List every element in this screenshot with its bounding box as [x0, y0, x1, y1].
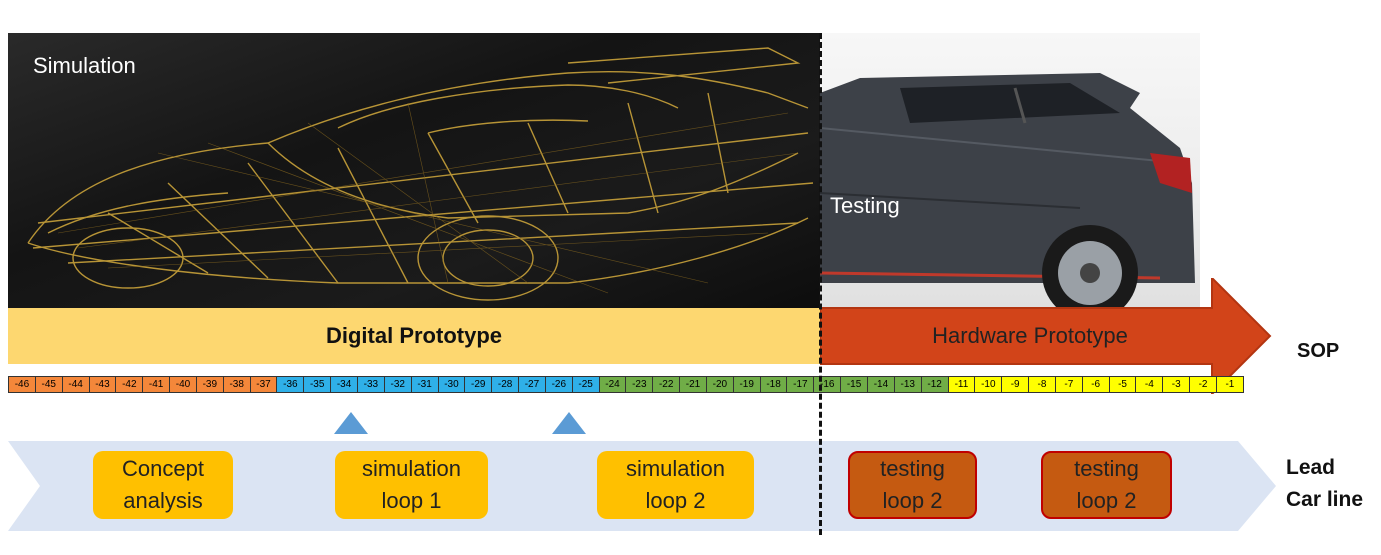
timeline-week-cell: -31 — [411, 376, 439, 393]
timeline-week-cell: -33 — [357, 376, 385, 393]
phase-testing-loop-a-text: testing loop 2 — [880, 456, 945, 513]
timeline-week-cell: -36 — [277, 376, 305, 393]
timeline-week-cell: -35 — [304, 376, 332, 393]
timeline-week-cell: -44 — [62, 376, 90, 393]
timeline-week-cell: -28 — [492, 376, 520, 393]
timeline-week-cell: -26 — [545, 376, 573, 393]
timeline-week-cell: -2 — [1190, 376, 1217, 393]
timeline-week-cell: -22 — [653, 376, 681, 393]
simulation-image: Simulation — [8, 33, 820, 308]
hardware-prototype-label: Hardware Prototype — [932, 323, 1128, 348]
timeline-week-cell: -25 — [572, 376, 600, 393]
timeline-week-cell: -18 — [760, 376, 788, 393]
digital-prototype-bar: Digital Prototype — [8, 308, 820, 364]
timeline-week-cell: -6 — [1082, 376, 1110, 393]
timeline-week-cell: -17 — [787, 376, 815, 393]
phase-simulation-loop-2-text: simulation loop 2 — [625, 456, 726, 513]
timeline-week-cell: -41 — [143, 376, 171, 393]
timeline-week-cell: -40 — [170, 376, 197, 393]
timeline-week-cell: -30 — [438, 376, 466, 393]
timeline-week-cell: -42 — [116, 376, 144, 393]
lead-car-line-label: Lead Car line — [1286, 456, 1364, 511]
timeline-week-cell: -37 — [250, 376, 278, 393]
timeline-week-cell: -7 — [1055, 376, 1083, 393]
phase-simulation-loop-1-text: simulation loop 1 — [361, 456, 462, 513]
week-timeline: -46-45-44-43-42-41-40-39-38-37-36-35-34-… — [8, 376, 1244, 393]
digital-prototype-label: Digital Prototype — [325, 323, 502, 348]
timeline-week-cell: -4 — [1136, 376, 1164, 393]
timeline-week-cell: -43 — [89, 376, 117, 393]
phase-testing-loop-b: testing loop 2 — [1041, 451, 1172, 519]
timeline-week-cell: -9 — [1002, 376, 1030, 393]
timeline-week-cell: -45 — [35, 376, 63, 393]
timeline-week-cell: -27 — [519, 376, 546, 393]
testing-label: Testing — [830, 193, 900, 218]
suv-illustration — [820, 73, 1195, 308]
milestone-marker-2 — [552, 412, 586, 434]
simulation-label: Simulation — [33, 53, 136, 78]
timeline-week-cell: -8 — [1029, 376, 1056, 393]
timeline-week-cell: -32 — [384, 376, 412, 393]
phase-testing-loop-b-text: testing loop 2 — [1074, 456, 1139, 513]
phase-simulation-loop-2: simulation loop 2 — [597, 451, 754, 519]
timeline-week-cell: -15 — [841, 376, 868, 393]
timeline-week-cell: -13 — [894, 376, 922, 393]
timeline-week-cell: -29 — [465, 376, 493, 393]
timeline-week-cell: -11 — [948, 376, 976, 393]
sop-label: SOP — [1297, 340, 1340, 362]
timeline-week-cell: -14 — [868, 376, 895, 393]
timeline-week-cell: -19 — [733, 376, 761, 393]
wireframe-car-illustration — [27, 47, 814, 301]
phase-concept-analysis: Concept analysis — [93, 451, 233, 519]
phase-simulation-loop-1: simulation loop 1 — [335, 451, 488, 519]
testing-image: Testing — [820, 33, 1200, 308]
timeline-week-cell: -12 — [921, 376, 949, 393]
timeline-week-cell: -21 — [680, 376, 707, 393]
phase-divider-line — [819, 33, 822, 535]
timeline-week-cell: -10 — [975, 376, 1003, 393]
timeline-week-cell: -3 — [1163, 376, 1191, 393]
milestone-marker-1 — [334, 412, 368, 434]
timeline-week-cell: -5 — [1109, 376, 1137, 393]
phase-concept-analysis-text: Concept analysis — [122, 456, 204, 513]
timeline-week-cell: -20 — [706, 376, 734, 393]
phase-testing-loop-a: testing loop 2 — [848, 451, 977, 519]
timeline-week-cell: -39 — [196, 376, 224, 393]
timeline-week-cell: -23 — [626, 376, 654, 393]
timeline-week-cell: -38 — [223, 376, 251, 393]
timeline-week-cell: -46 — [8, 376, 36, 393]
timeline-week-cell: -24 — [599, 376, 627, 393]
timeline-week-cell: -34 — [331, 376, 358, 393]
timeline-week-cell: -1 — [1216, 376, 1244, 393]
hardware-prototype-arrow — [820, 278, 1272, 394]
